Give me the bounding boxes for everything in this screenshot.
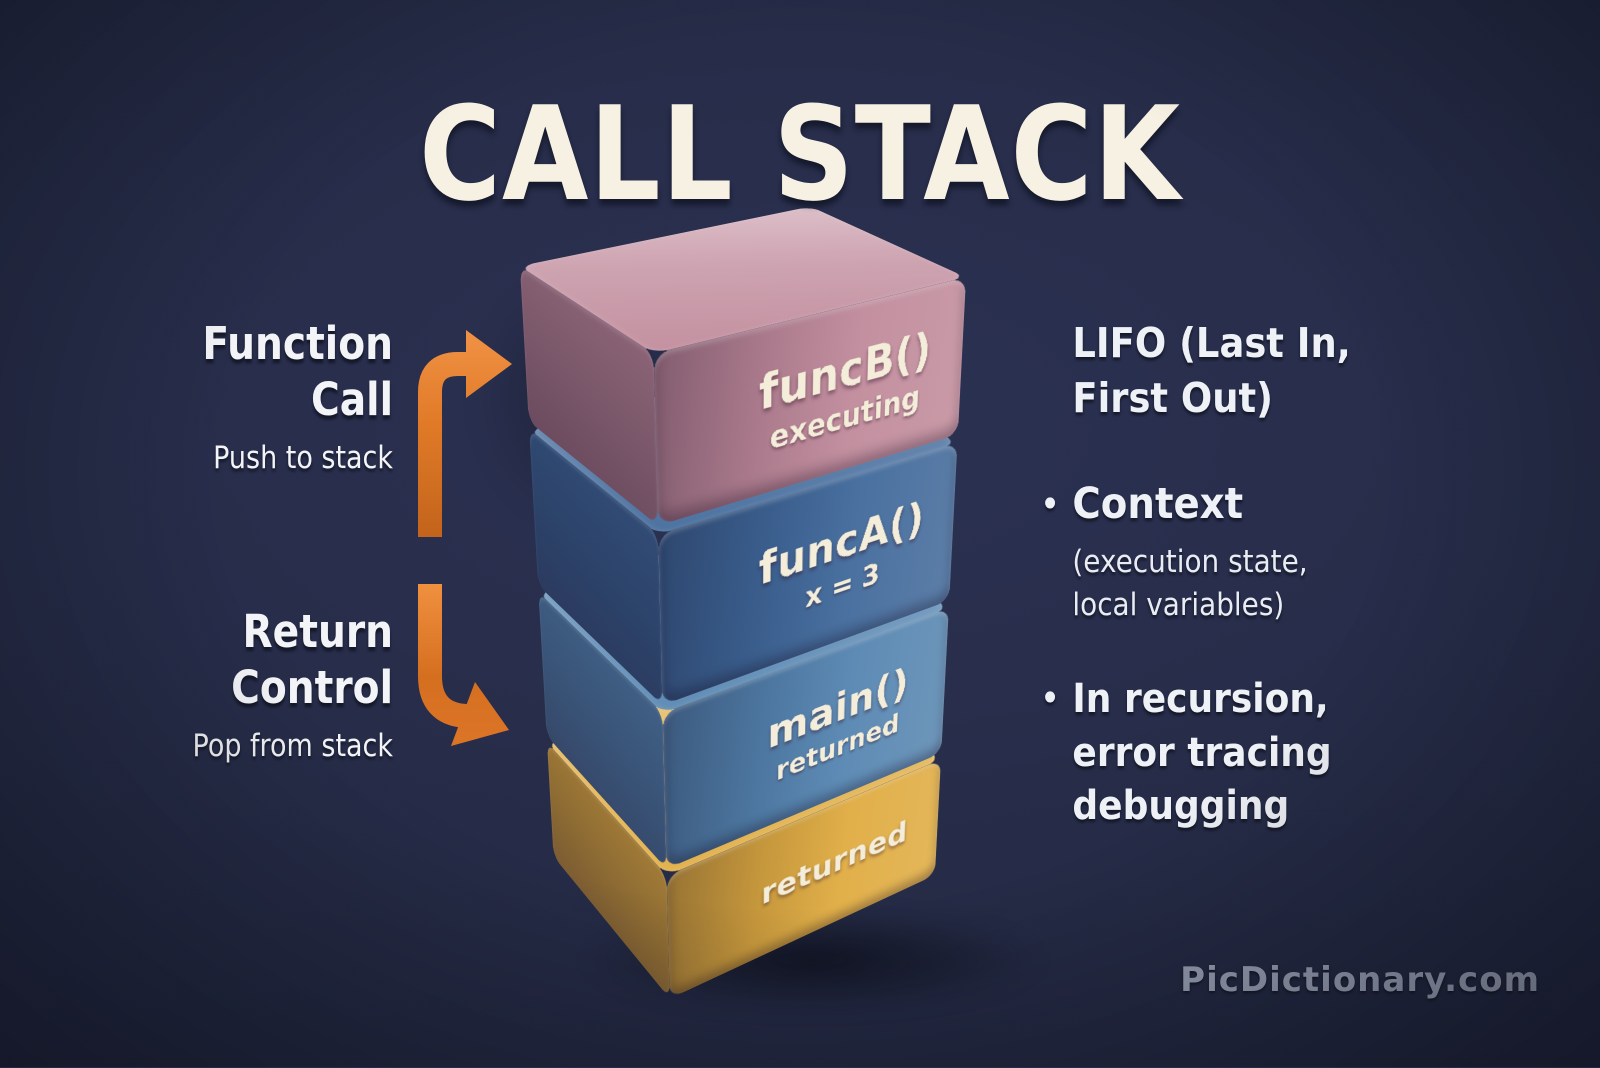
frame-function-name: returned <box>761 814 909 913</box>
context-title: Context <box>1072 479 1244 530</box>
push-annotation-subtitle: Push to stack <box>213 439 393 476</box>
uses-line3: debugging <box>1072 782 1290 829</box>
uses-line2: error tracing <box>1072 729 1332 776</box>
pop-title-line1: Return <box>242 605 393 658</box>
push-annotation-title: Function Call <box>147 316 393 428</box>
pop-annotation: Return Control Pop from stack <box>147 604 393 764</box>
pop-title-line2: Control <box>231 660 393 714</box>
uses-text: In recursion, error tracing debugging <box>1072 673 1331 833</box>
uses-line1: In recursion, <box>1072 676 1329 723</box>
push-title-line1: Function <box>202 317 393 370</box>
lifo-heading: LIFO (Last In, First Out) <box>1040 316 1463 425</box>
pop-annotation-title: Return Control <box>147 604 393 716</box>
context-detail-line2: local variables) <box>1072 587 1285 624</box>
call-stack: funcB() executing funcA() x = 3 main() <box>519 206 967 999</box>
uses-bullet: • In recursion, error tracing debugging <box>1040 673 1463 833</box>
notes-panel: LIFO (Last In, First Out) • Context (exe… <box>1040 316 1463 833</box>
context-detail-line1: (execution state, <box>1072 543 1308 580</box>
push-title-line2: Call <box>311 372 393 426</box>
page-title: CALL STACK <box>419 78 1181 230</box>
context-bullet: • Context (execution state, local variab… <box>1040 479 1463 627</box>
pop-annotation-subtitle: Pop from stack <box>192 727 393 764</box>
lifo-line1: LIFO (Last In, <box>1072 319 1351 367</box>
lifo-line2: First Out) <box>1072 373 1274 422</box>
push-annotation: Function Call Push to stack <box>147 316 393 476</box>
context-detail: (execution state, local variables) <box>1072 541 1307 628</box>
call-stack-scene: funcB() executing funcA() x = 3 main() <box>462 206 1022 1062</box>
watermark: PicDictionary.com <box>1180 960 1540 1000</box>
bullet-dot-icon: • <box>1040 482 1061 527</box>
stack-frame-funcB: funcB() executing <box>519 206 967 526</box>
context-text: Context (execution state, local variable… <box>1072 479 1307 627</box>
bullet-dot-icon: • <box>1040 676 1061 721</box>
